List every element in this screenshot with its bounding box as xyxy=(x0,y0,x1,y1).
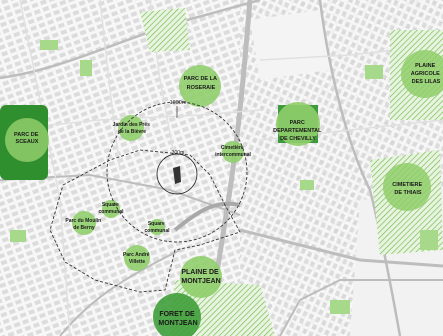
label-foret-montjean: FORET DE MONTJEAN xyxy=(158,311,197,327)
radius-300m-label: 300m xyxy=(172,150,185,156)
green-patch xyxy=(420,230,438,250)
square-communal-2-circle xyxy=(149,219,165,235)
radius-1000m-circle xyxy=(106,101,248,243)
jardin-bievre-circle xyxy=(118,115,144,141)
parc-andre-villette-circle xyxy=(124,245,150,271)
label-square-communal-1: Square communal xyxy=(98,202,124,215)
label-parc-sceaux: PARC DE SCEAUX xyxy=(14,132,40,145)
plaine-montjean-circle xyxy=(180,256,222,298)
label-plaine-montjean: PLAINE DE MONTJEAN xyxy=(181,269,220,285)
cimetiere-intercommunal-circle xyxy=(222,141,244,163)
green-patch xyxy=(40,40,58,50)
open-area-north xyxy=(250,10,330,80)
roseraie-hatch xyxy=(140,8,190,52)
label-square-communal-2: Square communal xyxy=(144,221,170,234)
parc-chevilly-circle xyxy=(276,102,320,146)
label-plaine-agricole: PLAINE AGRICOLE DES LILAS xyxy=(411,63,442,85)
label-parc-andre-villette: Parc André Villette xyxy=(123,252,151,265)
green-patch xyxy=(10,230,26,242)
parc-sceaux-circle xyxy=(5,118,49,162)
study-area-boundary xyxy=(49,149,241,293)
green-patch xyxy=(365,65,383,79)
parks xyxy=(0,8,443,336)
parc-moulin-circle xyxy=(72,211,96,235)
foret-montjean-circle xyxy=(153,293,201,336)
label-cimetiere-thiais: CIMETIERE DE THIAIS xyxy=(392,182,423,196)
green-patch xyxy=(330,300,350,314)
label-jardin-bievre: Jardin des Prés de la Bièvre xyxy=(113,122,152,135)
label-cimetiere-intercommunal: Cimetière intercommunal xyxy=(215,145,251,158)
label-parc-moulin-berny: Parc du Moulin de Berny xyxy=(65,218,102,231)
plaine-agricole-circle xyxy=(401,50,443,98)
junction xyxy=(173,201,241,232)
label-parc-roseraie: PARC DE LA ROSERAIE xyxy=(184,76,219,91)
radius-300m-circle xyxy=(156,153,198,195)
radius-1000m-label: 1000m xyxy=(170,100,187,106)
label-parc-chevilly: PARC DEPARTEMENTAL DE CHEVILLY xyxy=(273,120,323,142)
cimetiere-thiais-circle xyxy=(383,163,431,211)
parc-roseraie-circle xyxy=(179,65,221,107)
map-labels: PARC DE SCEAUX PARC DE LA ROSERAIE PLAIN… xyxy=(14,63,441,327)
green-patch xyxy=(300,180,314,190)
site-marker xyxy=(173,166,181,184)
green-patch xyxy=(80,60,92,76)
